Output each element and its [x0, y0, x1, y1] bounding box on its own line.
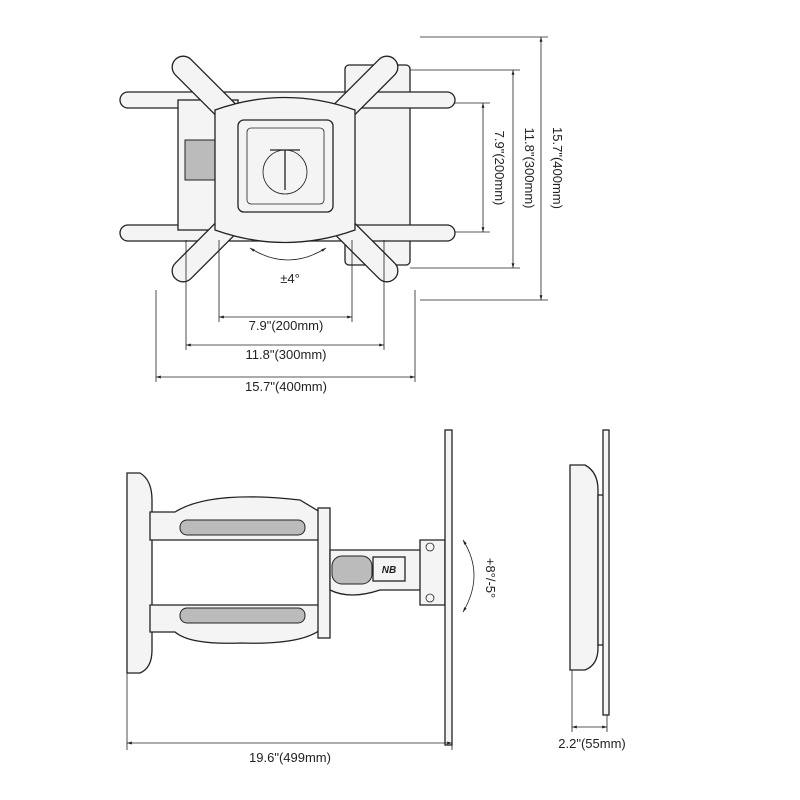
profile-depth-label: 2.2"(55mm): [558, 736, 625, 751]
tv-plate: [444, 429, 453, 746]
height-300-label: 11.8"(300mm): [522, 128, 537, 209]
profile-wall-plate: [569, 464, 599, 671]
horizontal-dimensions: 7.9"(200mm) 11.8"(300mm) 15.7"(400mm): [155, 240, 416, 394]
profile-view: 2.2"(55mm): [558, 429, 626, 751]
side-view: NB +8°/-5° 19.6"(499mm): [126, 429, 498, 765]
vertical-dimensions: 7.9"(200mm) 11.8"(300mm) 15.7"(400mm): [410, 36, 565, 301]
front-view: ±4° 7.9"(200mm) 11.8"(300mm) 15.7"(400mm…: [119, 36, 565, 394]
height-400-label: 15.7"(400mm): [550, 127, 565, 209]
height-200-label: 7.9"(200mm): [492, 131, 507, 206]
brand-logo: NB: [382, 565, 396, 576]
width-400-label: 15.7"(400mm): [245, 379, 327, 394]
extension-label: 19.6"(499mm): [249, 750, 331, 765]
logo-badge: [372, 556, 406, 582]
elbow-post: [317, 507, 331, 639]
side-wall-plate: [126, 472, 153, 674]
tilt-label: +8°/-5°: [483, 558, 498, 598]
width-300-label: 11.8"(300mm): [246, 347, 327, 362]
rotation-label: ±4°: [280, 271, 300, 286]
profile-tv-plate: [602, 429, 610, 716]
width-200-label: 7.9"(200mm): [249, 318, 324, 333]
